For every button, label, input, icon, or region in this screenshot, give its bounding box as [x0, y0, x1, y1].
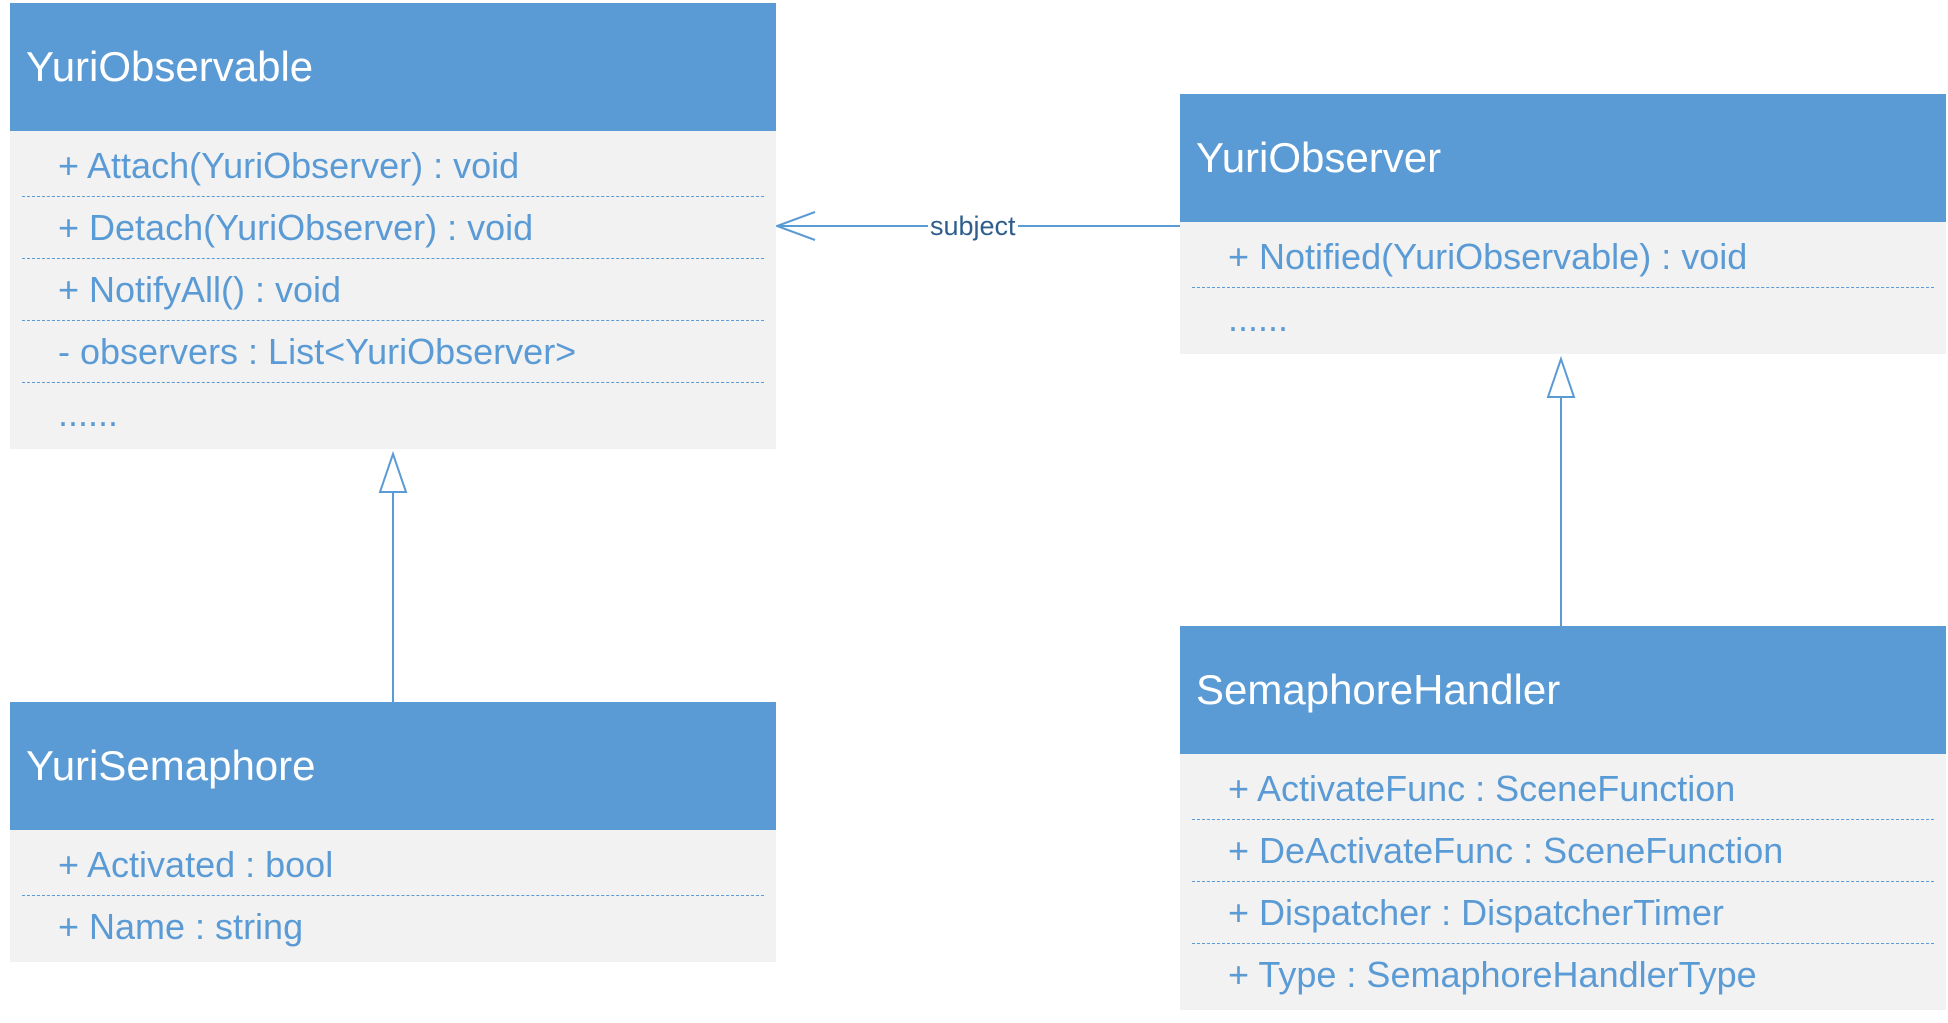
member-list: + Notified(YuriObservable) : void ......	[1180, 222, 1946, 354]
member-item: + Attach(YuriObserver) : void	[22, 135, 764, 197]
member-item: ......	[1228, 298, 1289, 339]
class-yuri-semaphore[interactable]: YuriSemaphore + Activated : bool + Name …	[10, 702, 776, 962]
member-item: + ActivateFunc : SceneFunction	[1192, 758, 1934, 820]
member-item: + Dispatcher : DispatcherTimer	[1192, 882, 1934, 944]
class-name: YuriObservable	[10, 3, 776, 131]
member-list: + Activated : bool + Name : string	[10, 830, 776, 962]
class-name: SemaphoreHandler	[1180, 626, 1946, 754]
member-item: + Name : string	[58, 906, 304, 947]
member-item: - observers : List<YuriObserver>	[22, 321, 764, 383]
member-list: + Attach(YuriObserver) : void + Detach(Y…	[10, 131, 776, 449]
association-label: subject	[928, 211, 1018, 241]
association-arrowhead	[774, 211, 816, 241]
member-item: ......	[58, 393, 119, 434]
generalization-triangle-handler	[1546, 355, 1576, 398]
class-name: YuriSemaphore	[10, 702, 776, 830]
member-item: + NotifyAll() : void	[22, 259, 764, 321]
member-list: + ActivateFunc : SceneFunction + DeActiv…	[1180, 754, 1946, 1010]
member-item: + Notified(YuriObservable) : void	[1192, 226, 1934, 288]
class-name: YuriObserver	[1180, 94, 1946, 222]
member-item: + Detach(YuriObserver) : void	[22, 197, 764, 259]
generalization-triangle-semaphore	[378, 450, 408, 493]
class-yuri-observer[interactable]: YuriObserver + Notified(YuriObservable) …	[1180, 94, 1946, 354]
member-item: + Type : SemaphoreHandlerType	[1228, 954, 1757, 995]
class-yuri-observable[interactable]: YuriObservable + Attach(YuriObserver) : …	[10, 3, 776, 449]
member-item: + Activated : bool	[22, 834, 764, 896]
member-item: + DeActivateFunc : SceneFunction	[1192, 820, 1934, 882]
class-semaphore-handler[interactable]: SemaphoreHandler + ActivateFunc : SceneF…	[1180, 626, 1946, 1010]
